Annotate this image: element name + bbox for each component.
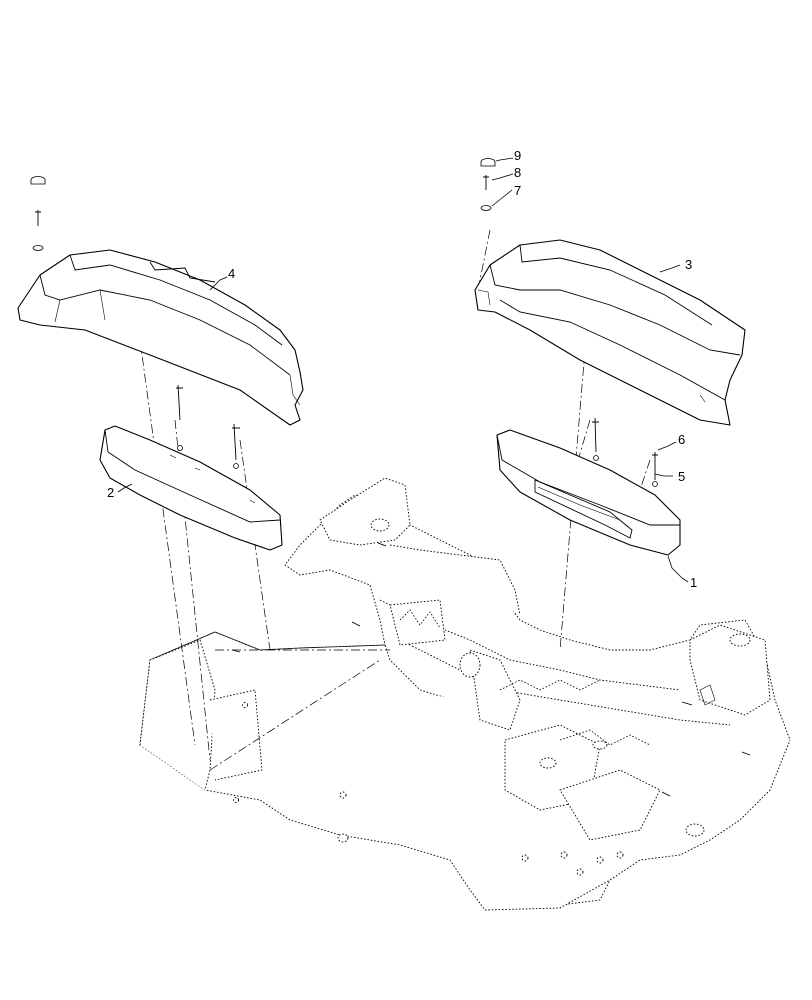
- part-4-hardware: [30, 176, 46, 251]
- callout-labels: 1 2 3 4 5 6 7 8 9: [107, 148, 697, 590]
- leader-5: [654, 473, 673, 477]
- callout-7: 7: [514, 183, 521, 198]
- chassis-frame: [139, 477, 791, 911]
- leader-3: [659, 264, 681, 273]
- leader-7: [491, 189, 513, 207]
- leader-2: [117, 483, 133, 493]
- part-3-right-fender: [474, 239, 746, 426]
- callout-9: 9: [514, 148, 521, 163]
- callout-8: 8: [514, 165, 521, 180]
- leader-lines: [117, 157, 689, 583]
- callout-1: 1: [690, 575, 697, 590]
- callout-2: 2: [107, 485, 114, 500]
- leader-8: [491, 173, 514, 181]
- callout-5: 5: [678, 469, 685, 484]
- leader-6: [657, 441, 677, 451]
- part-3-hardware: [480, 158, 496, 211]
- callout-4: 4: [228, 266, 235, 281]
- leader-4: [209, 276, 228, 291]
- part-1-right-shield: [496, 417, 681, 556]
- part-2-left-shield: [99, 384, 283, 551]
- part-4-left-fender: [17, 249, 304, 426]
- callout-3: 3: [685, 257, 692, 272]
- leader-9: [495, 157, 514, 162]
- callout-6: 6: [678, 432, 685, 447]
- leader-1: [667, 555, 689, 583]
